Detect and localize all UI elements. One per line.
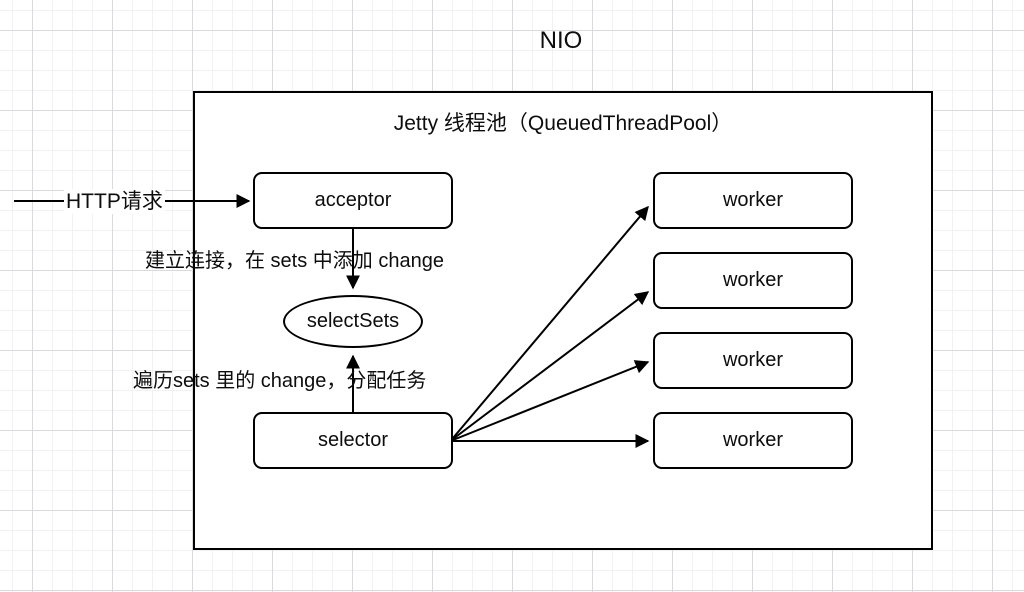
threadpool-container-title: Jetty 线程池（QueuedThreadPool） — [393, 112, 733, 135]
page-title: NIO — [539, 27, 583, 54]
node-selectsets: selectSets — [283, 295, 423, 348]
label-dispatch-tasks: 遍历sets 里的 change，分配任务 — [133, 370, 427, 392]
node-selector: selector — [253, 412, 453, 469]
label-build-connection: 建立连接，在 sets 中添加 change — [145, 250, 444, 272]
node-worker-1: worker — [653, 172, 853, 229]
node-worker-2: worker — [653, 252, 853, 309]
node-worker-4: worker — [653, 412, 853, 469]
label-http-request: HTTP请求 — [64, 189, 165, 214]
node-acceptor: acceptor — [253, 172, 453, 229]
node-worker-3: worker — [653, 332, 853, 389]
